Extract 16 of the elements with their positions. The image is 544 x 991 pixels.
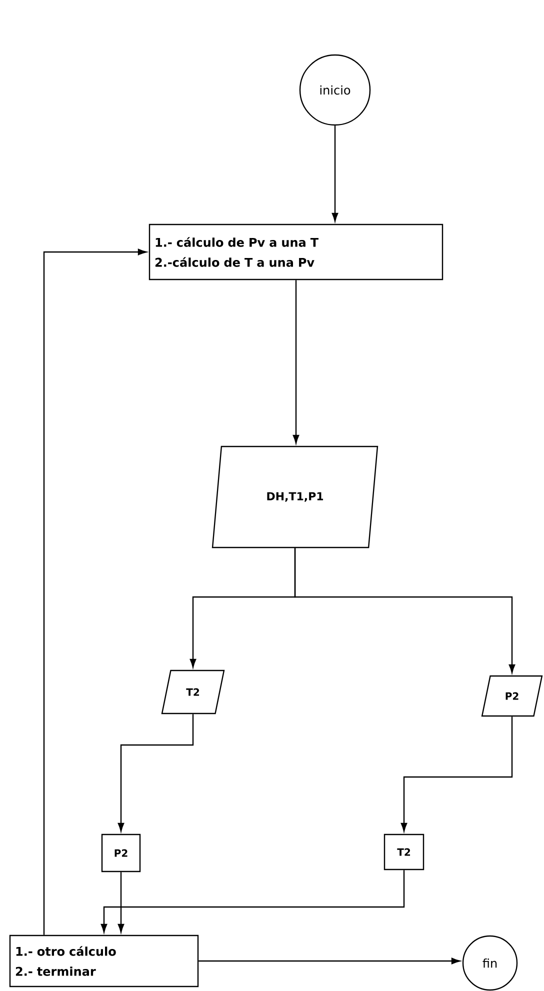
arrow — [118, 714, 194, 832]
arrow — [43, 248, 147, 935]
data-parallelogram: DH,T1,P1 — [212, 446, 378, 548]
process-box: 1.- cálculo de Pv a una T 2.-cálculo de T a una Pv — [148, 224, 444, 280]
arrow — [198, 958, 460, 964]
data-parallelogram: T2 — [161, 670, 225, 714]
arrow — [118, 872, 124, 933]
output-box: T2 — [384, 834, 424, 870]
arrow — [332, 126, 338, 222]
arrow — [294, 548, 516, 674]
data-parallelogram: P2 — [481, 675, 543, 717]
output-box: P2 — [101, 834, 141, 872]
arrow — [100, 870, 405, 933]
arrow — [400, 716, 513, 832]
process-box: 1.- otro cálculo 2.- terminar — [9, 934, 199, 988]
arrow — [292, 280, 300, 444]
